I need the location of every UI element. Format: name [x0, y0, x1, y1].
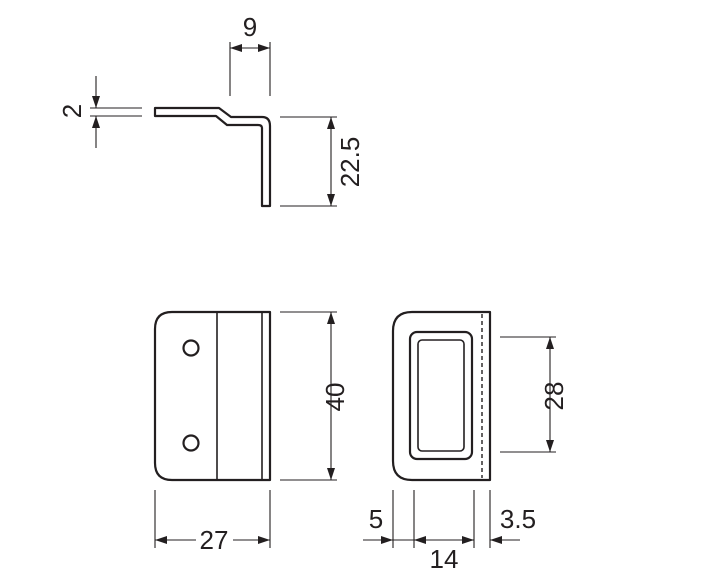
pull-recess-outer	[408, 330, 474, 461]
dim-flange-height: 22.5	[280, 116, 365, 207]
dim-label-front-height: 40	[320, 383, 350, 412]
side-view	[391, 310, 492, 482]
pull-recess-inner	[417, 339, 465, 452]
dim-label-side-right: 3.5	[500, 504, 536, 534]
dim-label-side-height: 28	[539, 382, 569, 411]
dim-side-bottom: 5 14 3.5	[363, 490, 536, 574]
dim-side-height: 28	[500, 336, 569, 453]
dim-label-side-left: 5	[369, 504, 383, 534]
dim-front-height: 40	[280, 311, 350, 481]
dim-thickness: 2	[57, 76, 142, 148]
mounting-hole-top	[182, 339, 200, 357]
side-plate-outline	[391, 310, 492, 482]
dim-label-top-width: 9	[243, 12, 257, 42]
dim-label-thickness: 2	[57, 104, 87, 118]
front-view	[153, 310, 272, 482]
dim-top-width: 9	[229, 12, 271, 96]
dim-front-width: 27	[154, 490, 271, 555]
bracket-profile	[153, 106, 272, 208]
front-plate-outline	[153, 310, 272, 482]
mounting-hole-bottom	[182, 434, 200, 452]
dim-label-front-width: 27	[200, 525, 229, 555]
top-view	[153, 106, 272, 208]
dim-label-flange-height: 22.5	[335, 137, 365, 188]
dim-label-side-width: 14	[430, 544, 459, 574]
